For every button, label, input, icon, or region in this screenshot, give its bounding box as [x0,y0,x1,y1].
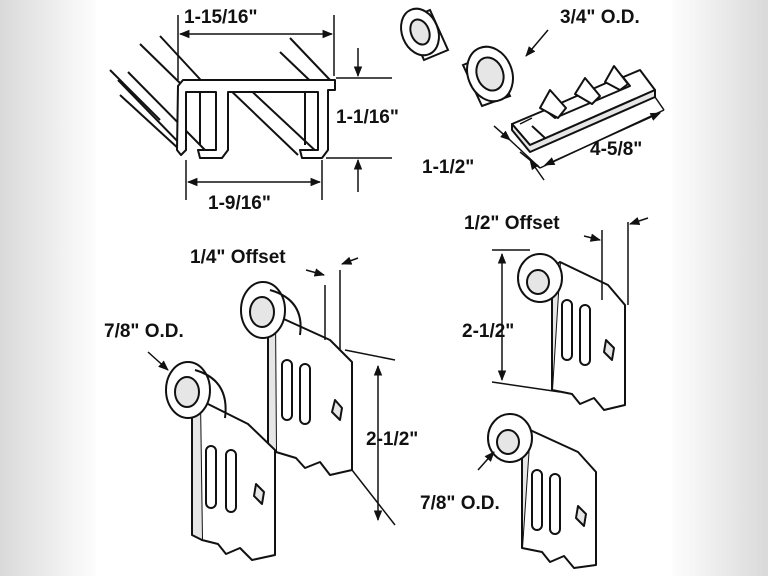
left-roller-dimension-lines [147,256,396,526]
guide-width-label: 1-1/2" [422,157,475,178]
left-height-label: 2-1/2" [366,429,419,450]
double-track [109,35,336,159]
track-bottom-width-label: 1-9/16" [208,193,271,214]
bumper-od-label: 3/4" O.D. [560,7,640,28]
roller-bracket-back [240,281,353,476]
bumper-callout-arrow [525,29,549,57]
right-height-label: 2-1/2" [462,321,515,342]
roller-bracket-front [165,361,276,561]
left-offset-label: 1/4" Offset [190,247,286,268]
track-dimension-lines [177,15,392,200]
right-roller-dimension-lines [477,217,649,471]
roller-bracket-lower-right [487,413,597,569]
right-wheel-od-label: 7/8" O.D. [420,493,500,514]
left-wheel-od-label: 7/8" O.D. [104,321,184,342]
roller-bracket-upper-right [517,253,626,411]
guide-length-label: 4-5/8" [590,139,643,160]
track-top-width-label: 1-15/16" [184,7,258,28]
guide-dimension-lines [493,96,665,181]
right-offset-label: 1/2" Offset [464,213,560,234]
bumper-cups [400,7,514,108]
track-height-label: 1-1/16" [336,107,399,128]
